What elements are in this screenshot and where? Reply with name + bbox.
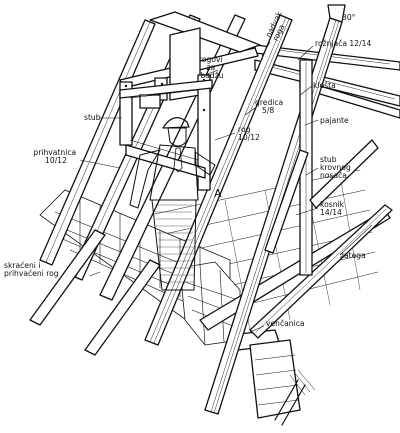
label-klesta: klešta (313, 81, 336, 90)
label-stub-kn-line2: krovnog (320, 163, 351, 172)
label-roznjaca: rožnjača 12/14 (315, 39, 371, 48)
label-rog-line2: 10/12 (238, 133, 260, 142)
label-pajante: pajante (320, 116, 349, 125)
label-rogovi-line1: rogovi (199, 55, 223, 64)
label-gredica: gredica 5/8 (255, 98, 286, 115)
label-vencanica: venčanica (266, 319, 305, 328)
label-prihvatnica-line2: 10/12 (45, 156, 67, 165)
label-marker-a: A (214, 187, 222, 200)
worker-figure (129, 117, 216, 291)
label-skraceni-rog: skraćeni i prihvaćeni rog (4, 261, 59, 278)
label-zatega: zatega (340, 251, 366, 260)
label-stub: stub (84, 113, 101, 122)
label-skraceni-line1: skraćeni i (4, 261, 40, 270)
base-hatching (274, 369, 316, 426)
wall-plate (199, 209, 391, 419)
dormer-frame (119, 11, 261, 191)
label-rogovi-line3: badžu (200, 71, 223, 80)
label-angle: 30° (342, 13, 356, 22)
posts-and-struts (264, 59, 379, 276)
label-skraceni-line2: prihvaćeni rog (4, 269, 59, 278)
label-prihvatnica-line1: prihvatnica (33, 148, 76, 157)
label-stub-kn-line3: nosača (320, 171, 347, 180)
label-rog-line1: rog (238, 125, 251, 134)
label-kosnik-line2: 14/14 (320, 208, 342, 217)
label-rog: rog 10/12 (238, 125, 260, 142)
annotation-labels: nadvak roga 30° rožnjača 12/14 rogovi za… (4, 9, 371, 328)
label-prihvatnica: prihvatnica 10/12 (33, 148, 78, 165)
label-gredica-line1: gredica (255, 98, 283, 107)
label-stub-krovnog-nosaca: stub krovnog nosača (320, 155, 353, 180)
label-rogovi-line2: za (206, 63, 215, 72)
label-kosnik-line1: kosnik (320, 200, 345, 209)
label-gredica-line2: 5/8 (262, 106, 274, 115)
brick-wall (39, 189, 241, 346)
short-rafters (29, 229, 161, 356)
label-stub-kn-line1: stub (320, 155, 337, 164)
tie-beam (249, 204, 393, 339)
label-kosnik: kosnik 14/14 (320, 200, 346, 217)
label-rogovi-za-badzu: rogovi za badžu (199, 55, 225, 80)
leader-lines (79, 41, 373, 333)
